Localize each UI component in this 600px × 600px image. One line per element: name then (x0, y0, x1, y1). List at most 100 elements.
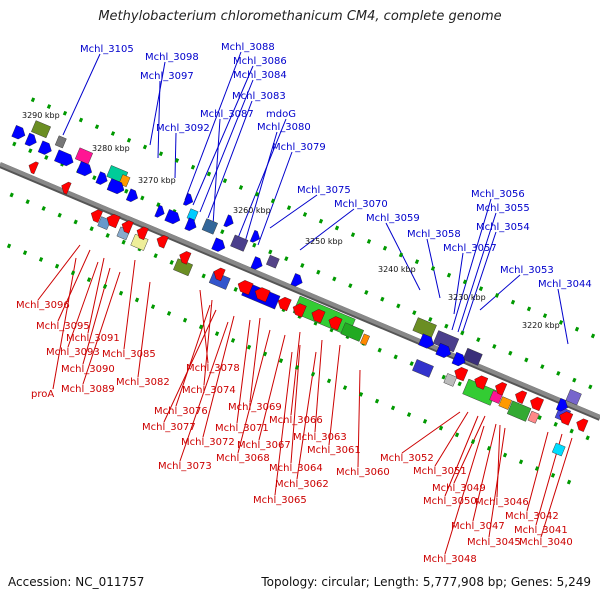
track-dot (134, 297, 140, 303)
track-dot (86, 277, 92, 283)
track-dot (310, 371, 316, 377)
gene-label-mchl_3065: Mchl_3065 (253, 495, 307, 506)
gene-label-mchl_3054: Mchl_3054 (476, 222, 530, 233)
gene-label-mchl_3075: Mchl_3075 (297, 185, 351, 196)
track-dot (524, 357, 529, 363)
gene-label-mchl_3052: Mchl_3052 (380, 453, 434, 464)
track-dot (430, 266, 436, 271)
track-dot (12, 141, 17, 147)
track-dot (332, 276, 337, 282)
leader-line (237, 118, 287, 239)
gene-label-mchl_3098: Mchl_3098 (145, 52, 199, 63)
track-dot (201, 273, 206, 279)
track-dot (550, 472, 556, 478)
track-dot (214, 331, 220, 337)
track-dot (494, 292, 500, 298)
gene-block (31, 120, 51, 139)
track-dot (569, 428, 574, 434)
track-dot (30, 97, 36, 103)
gene-label-mchl_3088: Mchl_3088 (221, 42, 275, 53)
leader-line (57, 249, 91, 322)
track-dot (510, 299, 516, 305)
track-dot (540, 364, 545, 370)
gene-block (506, 400, 532, 422)
track-dot (393, 354, 398, 360)
reverse-gene-arrow (254, 287, 271, 303)
gene-label-mchl_3066: Mchl_3066 (269, 415, 323, 426)
track-dot (6, 243, 12, 249)
track-dot (94, 124, 100, 130)
leader-line (203, 299, 213, 386)
leader-line (557, 288, 569, 345)
leader-line (457, 212, 497, 333)
gene-label-mchl_3056: Mchl_3056 (471, 189, 525, 200)
gene-label-mchl_3092: Mchl_3092 (156, 123, 210, 134)
gene-label-mchl_3072: Mchl_3072 (181, 437, 235, 448)
track-dot (300, 263, 305, 268)
forward-gene-arrow (164, 209, 181, 225)
gene-label-mchl_3042: Mchl_3042 (505, 511, 559, 522)
gene-label-proa: proA (31, 389, 54, 400)
leader-line (314, 339, 323, 433)
reverse-gene-arrow (106, 214, 121, 229)
leader-line (82, 267, 111, 365)
track-dot (150, 304, 156, 310)
forward-gene-arrow (76, 161, 92, 177)
track-dot (268, 249, 273, 255)
track-dot (342, 385, 348, 391)
reverse-gene-arrow (237, 280, 254, 296)
track-dot (377, 347, 382, 353)
forward-gene-arrow (211, 237, 226, 252)
map-title: Methylobacterium chloromethanicum CM4, c… (98, 9, 502, 24)
gene-label-mchl_3060: Mchl_3060 (336, 467, 390, 478)
leader-line (453, 415, 486, 484)
leader-line (157, 80, 161, 159)
track-dot (438, 425, 444, 431)
reverse-gene-arrow (213, 267, 226, 282)
gene-label-mchl_3061: Mchl_3061 (307, 445, 361, 456)
gene-label-mchl_3087: Mchl_3087 (200, 109, 254, 120)
track-dot (348, 283, 353, 289)
gene-label-mchl_3071: Mchl_3071 (215, 423, 269, 434)
track-dot (558, 319, 564, 325)
gene-label-mchl_3089: Mchl_3089 (61, 384, 115, 395)
track-dot (585, 435, 590, 441)
leader-line (202, 315, 235, 438)
forward-gene-arrow (451, 351, 466, 367)
track-dot (422, 418, 428, 424)
leader-line (496, 424, 501, 498)
gene-block (340, 322, 365, 342)
gene-label-mchl_3090: Mchl_3090 (61, 364, 115, 375)
track-dot (78, 117, 84, 123)
gene-label-mchl_3041: Mchl_3041 (514, 525, 568, 536)
track-dot (140, 195, 145, 201)
track-dot (566, 479, 572, 485)
track-dot (441, 374, 446, 380)
track-dot (390, 405, 396, 411)
track-dot (41, 206, 46, 211)
leader-line (207, 100, 253, 219)
forward-gene-arrow (106, 178, 125, 195)
track-dot (270, 198, 276, 204)
track-dot (22, 250, 28, 256)
gene-block (412, 359, 434, 378)
track-dot (190, 164, 196, 170)
forward-gene-arrow (54, 149, 74, 167)
track-dot (252, 242, 257, 248)
gene-label-mchl_3073: Mchl_3073 (158, 461, 212, 472)
gene-label-mchl_3046: Mchl_3046 (475, 497, 529, 508)
reverse-gene-arrow (90, 209, 103, 223)
gene-label-mchl_3067: Mchl_3067 (237, 440, 291, 451)
track-dot (364, 289, 369, 295)
track-dot (54, 263, 60, 269)
leader-line (357, 369, 361, 468)
forward-gene-arrow (154, 204, 165, 218)
track-dot (198, 324, 204, 330)
gene-label-mchl_3040: Mchl_3040 (519, 537, 573, 548)
leader-line (87, 257, 105, 334)
forward-gene-arrow (249, 229, 260, 243)
leader-line (199, 79, 254, 213)
track-dot (460, 330, 465, 336)
gene-label-mchl_3051: Mchl_3051 (413, 466, 467, 477)
gene-block (266, 254, 280, 269)
